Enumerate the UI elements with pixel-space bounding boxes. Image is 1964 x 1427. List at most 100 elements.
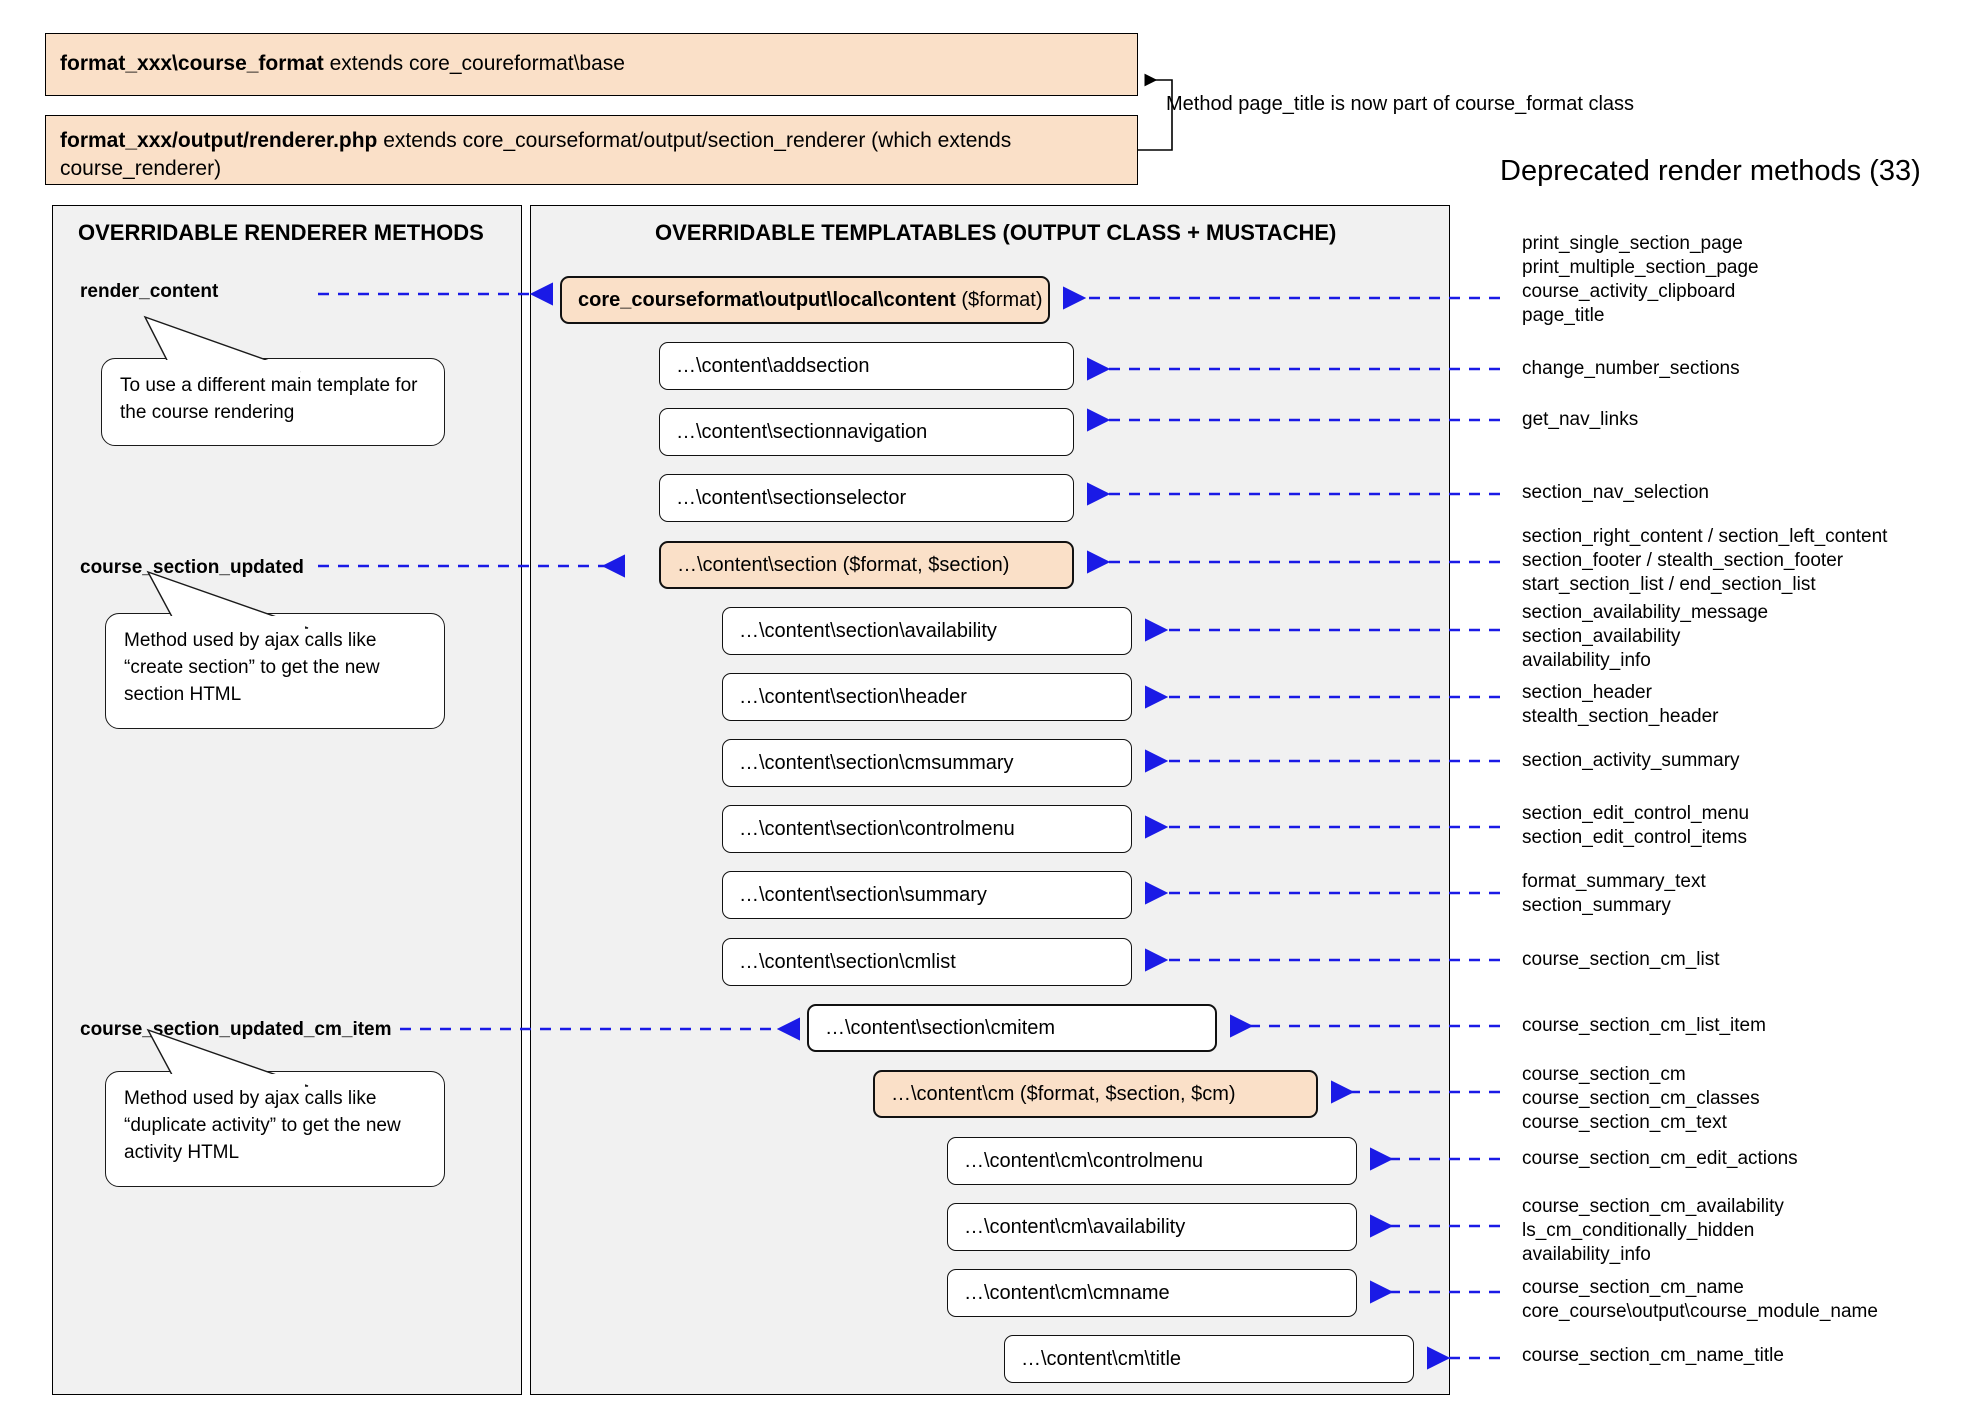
dep-line: course_section_cm_list	[1522, 949, 1720, 970]
dep-line: course_section_cm_name_title	[1522, 1345, 1784, 1366]
templatable-cm-controlmenu-label: …\content\cm\controlmenu	[964, 1149, 1203, 1172]
dep-line: stealth_section_header	[1522, 705, 1719, 727]
banner-renderer-php: format_xxx/output/renderer.php extends c…	[45, 115, 1138, 185]
templatable-section-availability[interactable]: …\content\section\availability	[722, 607, 1132, 655]
deprecated-group-sectionnavigation: get_nav_links	[1522, 408, 1638, 432]
dep-line: section_availability_message	[1522, 602, 1769, 623]
dep-line: section_right_content / section_left_con…	[1522, 526, 1888, 547]
templatable-cm-title[interactable]: …\content\cm\title	[1004, 1335, 1414, 1383]
deprecated-group-sectionselector: section_nav_selection	[1522, 481, 1709, 505]
method-course-section-updated: course_section_updated	[80, 557, 304, 578]
dep-line: print_single_section_page	[1522, 233, 1743, 254]
dep-line: format_summary_text	[1522, 871, 1706, 892]
callout-course-section-updated: Method used by ajax calls like “create s…	[105, 613, 445, 729]
dep-line: course_section_cm_availability	[1522, 1196, 1784, 1217]
dep-line: section_edit_control_menu	[1522, 803, 1750, 824]
callout-course-section-updated-cm-item: Method used by ajax calls like “duplicat…	[105, 1071, 445, 1187]
templatable-section-cmsummary[interactable]: …\content\section\cmsummary	[722, 739, 1132, 787]
panel-overridable-templatables	[530, 205, 1450, 1395]
deprecated-group-section: section_right_content / section_left_con…	[1522, 525, 1887, 597]
deprecated-group-section-header: section_header stealth_section_header	[1522, 681, 1718, 729]
dep-line: section_activity_summary	[1522, 750, 1740, 771]
templatable-cm[interactable]: …\content\cm ($format, $section, $cm)	[873, 1070, 1318, 1118]
deprecated-group-cm-title: course_section_cm_name_title	[1522, 1344, 1784, 1368]
callout-render-content: To use a different main template for the…	[101, 358, 445, 446]
page-title-note: Method page_title is now part of course_…	[1166, 93, 1635, 115]
panel-left-title: OVERRIDABLE RENDERER METHODS	[78, 220, 484, 245]
banner-2-strong: format_xxx/output/renderer.php	[60, 129, 378, 152]
dep-line: start_section_list / end_section_list	[1522, 573, 1816, 595]
dep-line: course_section_cm_name	[1522, 1277, 1744, 1298]
deprecated-group-section-cmlist: course_section_cm_list	[1522, 948, 1719, 972]
templatable-section-controlmenu-label: …\content\section\controlmenu	[739, 817, 1015, 840]
banner-2-rest: extends core_courseformat/output/section…	[60, 129, 1012, 181]
templatable-section-controlmenu[interactable]: …\content\section\controlmenu	[722, 805, 1132, 853]
templatable-sectionselector-label: …\content\sectionselector	[676, 486, 907, 509]
templatable-section-summary-label: …\content\section\summary	[739, 883, 987, 906]
deprecated-group-section-cmsummary: section_activity_summary	[1522, 749, 1740, 773]
dep-line: section_footer / stealth_section_footer	[1522, 549, 1844, 571]
dep-line: section_edit_control_items	[1522, 826, 1747, 848]
banner-1-rest: extends core_coureformat\base	[323, 52, 625, 76]
deprecated-group-cm-availability: course_section_cm_availability ls_cm_con…	[1522, 1195, 1784, 1267]
dep-line: course_section_cm_list_item	[1522, 1015, 1766, 1036]
dep-line: course_section_cm_text	[1522, 1111, 1727, 1133]
deprecated-group-addsection: change_number_sections	[1522, 357, 1740, 381]
templatable-section[interactable]: …\content\section ($format, $section)	[659, 541, 1074, 589]
templatable-sectionnavigation-label: …\content\sectionnavigation	[676, 420, 928, 443]
dep-line: course_section_cm_edit_actions	[1522, 1148, 1798, 1169]
dep-line: course_section_cm_classes	[1522, 1087, 1760, 1109]
templatable-cm-availability-label: …\content\cm\availability	[964, 1215, 1186, 1238]
panel-mid-title: OVERRIDABLE TEMPLATABLES (OUTPUT CLASS +…	[655, 220, 1337, 245]
templatable-section-header-label: …\content\section\header	[739, 685, 967, 708]
templatable-content[interactable]: core_courseformat\output\local\content (…	[560, 276, 1050, 324]
templatable-section-summary[interactable]: …\content\section\summary	[722, 871, 1132, 919]
dep-line: get_nav_links	[1522, 409, 1639, 430]
templatable-section-cmitem[interactable]: …\content\section\cmitem	[807, 1004, 1217, 1052]
templatable-content-strong: core_courseformat\output\local\content	[578, 288, 956, 311]
banner-1-strong: format_xxx\course_format	[60, 52, 324, 76]
templatable-cm-label: …\content\cm ($format, $section, $cm)	[891, 1082, 1236, 1105]
templatable-section-cmlist-label: …\content\section\cmlist	[739, 950, 956, 973]
dep-line: section_availability	[1522, 625, 1681, 647]
deprecated-group-section-controlmenu: section_edit_control_menu section_edit_c…	[1522, 802, 1749, 850]
dep-line: ls_cm_conditionally_hidden	[1522, 1219, 1755, 1241]
dep-line: change_number_sections	[1522, 358, 1740, 379]
templatable-content-rest: ($format)	[955, 288, 1043, 311]
dep-line: section_nav_selection	[1522, 482, 1709, 503]
templatable-addsection-label: …\content\addsection	[676, 354, 870, 377]
templatable-section-cmitem-label: …\content\section\cmitem	[825, 1016, 1056, 1039]
dep-line: availability_info	[1522, 1243, 1651, 1265]
deprecated-group-cm: course_section_cm course_section_cm_clas…	[1522, 1063, 1760, 1135]
dep-line: core_course\output\course_module_name	[1522, 1300, 1878, 1322]
dep-line: section_header	[1522, 682, 1652, 703]
templatable-section-header[interactable]: …\content\section\header	[722, 673, 1132, 721]
deprecated-group-cm-controlmenu: course_section_cm_edit_actions	[1522, 1147, 1798, 1171]
dep-line: page_title	[1522, 304, 1605, 326]
templatable-section-cmlist[interactable]: …\content\section\cmlist	[722, 938, 1132, 986]
deprecated-group-cm-cmname: course_section_cm_name core_course\outpu…	[1522, 1276, 1878, 1324]
templatable-sectionselector[interactable]: …\content\sectionselector	[659, 474, 1074, 522]
templatable-cm-availability[interactable]: …\content\cm\availability	[947, 1203, 1357, 1251]
templatable-cm-cmname[interactable]: …\content\cm\cmname	[947, 1269, 1357, 1317]
templatable-section-label: …\content\section ($format, $section)	[677, 553, 1010, 576]
dep-line: print_multiple_section_page	[1522, 256, 1759, 278]
dep-line: section_summary	[1522, 894, 1671, 916]
dep-line: course_activity_clipboard	[1522, 280, 1736, 302]
deprecated-group-section-cmitem: course_section_cm_list_item	[1522, 1014, 1766, 1038]
deprecated-methods-title: Deprecated render methods (33)	[1500, 155, 1921, 187]
method-course-section-updated-cm-item: course_section_updated_cm_item	[80, 1019, 392, 1040]
templatable-cm-title-label: …\content\cm\title	[1021, 1347, 1182, 1370]
templatable-cm-controlmenu[interactable]: …\content\cm\controlmenu	[947, 1137, 1357, 1185]
dep-line: availability_info	[1522, 649, 1651, 671]
dep-line: course_section_cm	[1522, 1064, 1686, 1085]
banner-course-format: format_xxx\course_format extends core_co…	[45, 33, 1138, 96]
templatable-cm-cmname-label: …\content\cm\cmname	[964, 1281, 1170, 1304]
templatable-section-availability-label: …\content\section\availability	[739, 619, 997, 642]
templatable-sectionnavigation[interactable]: …\content\sectionnavigation	[659, 408, 1074, 456]
templatable-addsection[interactable]: …\content\addsection	[659, 342, 1074, 390]
deprecated-group-section-summary: format_summary_text section_summary	[1522, 870, 1706, 918]
method-render-content: render_content	[80, 281, 219, 302]
templatable-section-cmsummary-label: …\content\section\cmsummary	[739, 751, 1014, 774]
